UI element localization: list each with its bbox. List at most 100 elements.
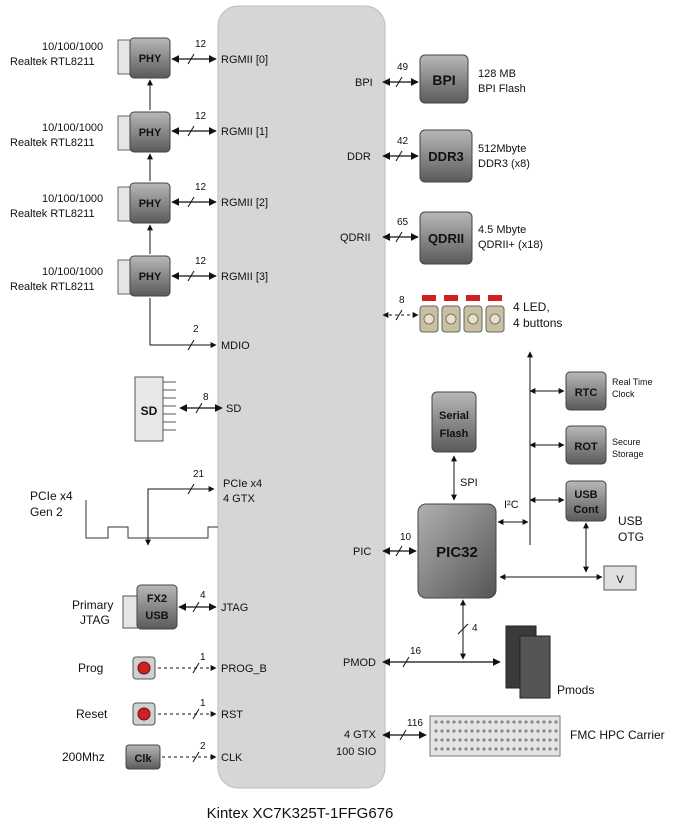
svg-text:128 MB: 128 MB (478, 68, 516, 80)
qdrii-chip (419, 211, 473, 265)
svg-text:4 GTX: 4 GTX (223, 493, 255, 505)
pic32-chip (417, 503, 497, 599)
svg-text:JTAG: JTAG (80, 613, 110, 627)
fmc-pin (488, 729, 492, 733)
svg-text:Prog: Prog (78, 661, 103, 675)
fmc-pin (458, 720, 462, 724)
fmc-pin (476, 729, 480, 733)
fmc-pin (488, 738, 492, 742)
pcie: PCIe x4 Gen 2 21 PCIe x4 4 GTX (30, 469, 262, 546)
i2c-bus: I²C (497, 351, 565, 545)
fmc-pin (512, 747, 516, 751)
jtag: Primary JTAG FX2 USB 4 JTAG (72, 584, 248, 630)
fmc-pin (470, 747, 474, 751)
fmc-pin (548, 729, 552, 733)
phy-port: RGMII [0] (221, 54, 268, 66)
sd-port: SD (226, 403, 241, 415)
fmc-pin (506, 720, 510, 724)
fmc-pin (434, 747, 438, 751)
svg-text:I²C: I²C (504, 499, 519, 511)
fmc-pin (434, 729, 438, 733)
fmc-pin (446, 747, 450, 751)
fmc-pin (452, 720, 456, 724)
fmc-pin (488, 720, 492, 724)
fmc-pin (536, 720, 540, 724)
fmc-pin (548, 738, 552, 742)
fmc-pin (518, 738, 522, 742)
svg-text:Storage: Storage (612, 449, 644, 459)
svg-text:512Mbyte: 512Mbyte (478, 143, 526, 155)
svg-text:Primary: Primary (72, 598, 113, 612)
svg-text:PHY: PHY (139, 53, 162, 65)
svg-text:DDR: DDR (347, 151, 371, 163)
serial-flash: Serial Flash SPI (431, 391, 478, 501)
svg-text:Gen 2: Gen 2 (30, 505, 63, 519)
svg-text:ROT: ROT (574, 441, 598, 453)
fmc-pin (524, 720, 528, 724)
fmc-pin (494, 747, 498, 751)
svg-text:Real Time: Real Time (612, 377, 653, 387)
fmc-pin (458, 738, 462, 742)
fmc-pin (464, 729, 468, 733)
fpga-block (217, 5, 386, 789)
svg-text:PMOD: PMOD (343, 657, 376, 669)
svg-text:QDRII+ (x18): QDRII+ (x18) (478, 239, 543, 251)
svg-text:BPI: BPI (355, 77, 373, 89)
svg-text:SD: SD (141, 404, 158, 418)
svg-text:Serial: Serial (439, 410, 469, 422)
fmc-pin (494, 738, 498, 742)
svg-text:16: 16 (410, 646, 422, 657)
svg-text:Realtek RTL8211: Realtek RTL8211 (10, 137, 95, 149)
fmc-pin (452, 729, 456, 733)
svg-text:2: 2 (200, 741, 206, 752)
mdio-chain: 2 MDIO (147, 79, 250, 352)
fmc-pin (518, 720, 522, 724)
jtag-port: JTAG (221, 602, 248, 614)
phy-row-3: 10/100/1000 Realtek RTL8211 PHY 12 RGMII… (10, 255, 268, 297)
svg-text:Secure: Secure (612, 437, 641, 447)
qdrii: QDRII 65 QDRII 4.5 Mbyte QDRII+ (x18) (340, 211, 543, 265)
fmc-pin (536, 729, 540, 733)
fmc-pin (506, 738, 510, 742)
fpga-caption: Kintex XC7K325T-1FFG676 (207, 805, 394, 822)
svg-text:Realtek RTL8211: Realtek RTL8211 (10, 281, 95, 293)
svg-text:4: 4 (472, 623, 478, 634)
rtc: RTC Real Time Clock (565, 371, 653, 411)
svg-text:V: V (616, 574, 624, 586)
fmc-pin (464, 747, 468, 751)
fmc-pin (536, 747, 540, 751)
svg-text:DDR3: DDR3 (428, 149, 463, 164)
usb-controller: USB Cont USB OTG V (499, 480, 644, 591)
fmc-pin (542, 747, 546, 751)
fx2-usb-chip (136, 584, 178, 630)
prog-port: PROG_B (221, 663, 267, 675)
svg-text:USB: USB (618, 514, 643, 528)
prog-button: Prog 1 PROG_B (78, 652, 267, 680)
fmc-pin (482, 729, 486, 733)
phy-row-0: 10/100/1000 Realtek RTL8211 PHY 12 RGMII… (10, 37, 268, 79)
svg-text:12: 12 (195, 182, 207, 193)
svg-text:12: 12 (195, 111, 207, 122)
svg-text:2: 2 (193, 324, 199, 335)
svg-text:200Mhz: 200Mhz (62, 750, 105, 764)
svg-text:FMC HPC Carrier: FMC HPC Carrier (570, 728, 665, 742)
fmc-pin (524, 729, 528, 733)
fmc-pin (440, 738, 444, 742)
fmc-pin (506, 747, 510, 751)
fmc-pin (494, 729, 498, 733)
fmc-pin (476, 720, 480, 724)
fmc-pin (542, 738, 546, 742)
fmc-pin (458, 729, 462, 733)
fmc-pin (554, 720, 558, 724)
fmc-pin (452, 747, 456, 751)
svg-text:QDRII: QDRII (428, 231, 464, 246)
svg-text:116: 116 (407, 718, 423, 729)
fmc-pin (440, 747, 444, 751)
svg-text:100 SIO: 100 SIO (336, 746, 377, 758)
fmc-pin (482, 720, 486, 724)
svg-text:PIC: PIC (353, 546, 371, 558)
fmc-pin (440, 729, 444, 733)
svg-text:12: 12 (195, 256, 207, 267)
svg-text:RGMII [3]: RGMII [3] (221, 271, 268, 283)
svg-text:8: 8 (203, 392, 209, 403)
